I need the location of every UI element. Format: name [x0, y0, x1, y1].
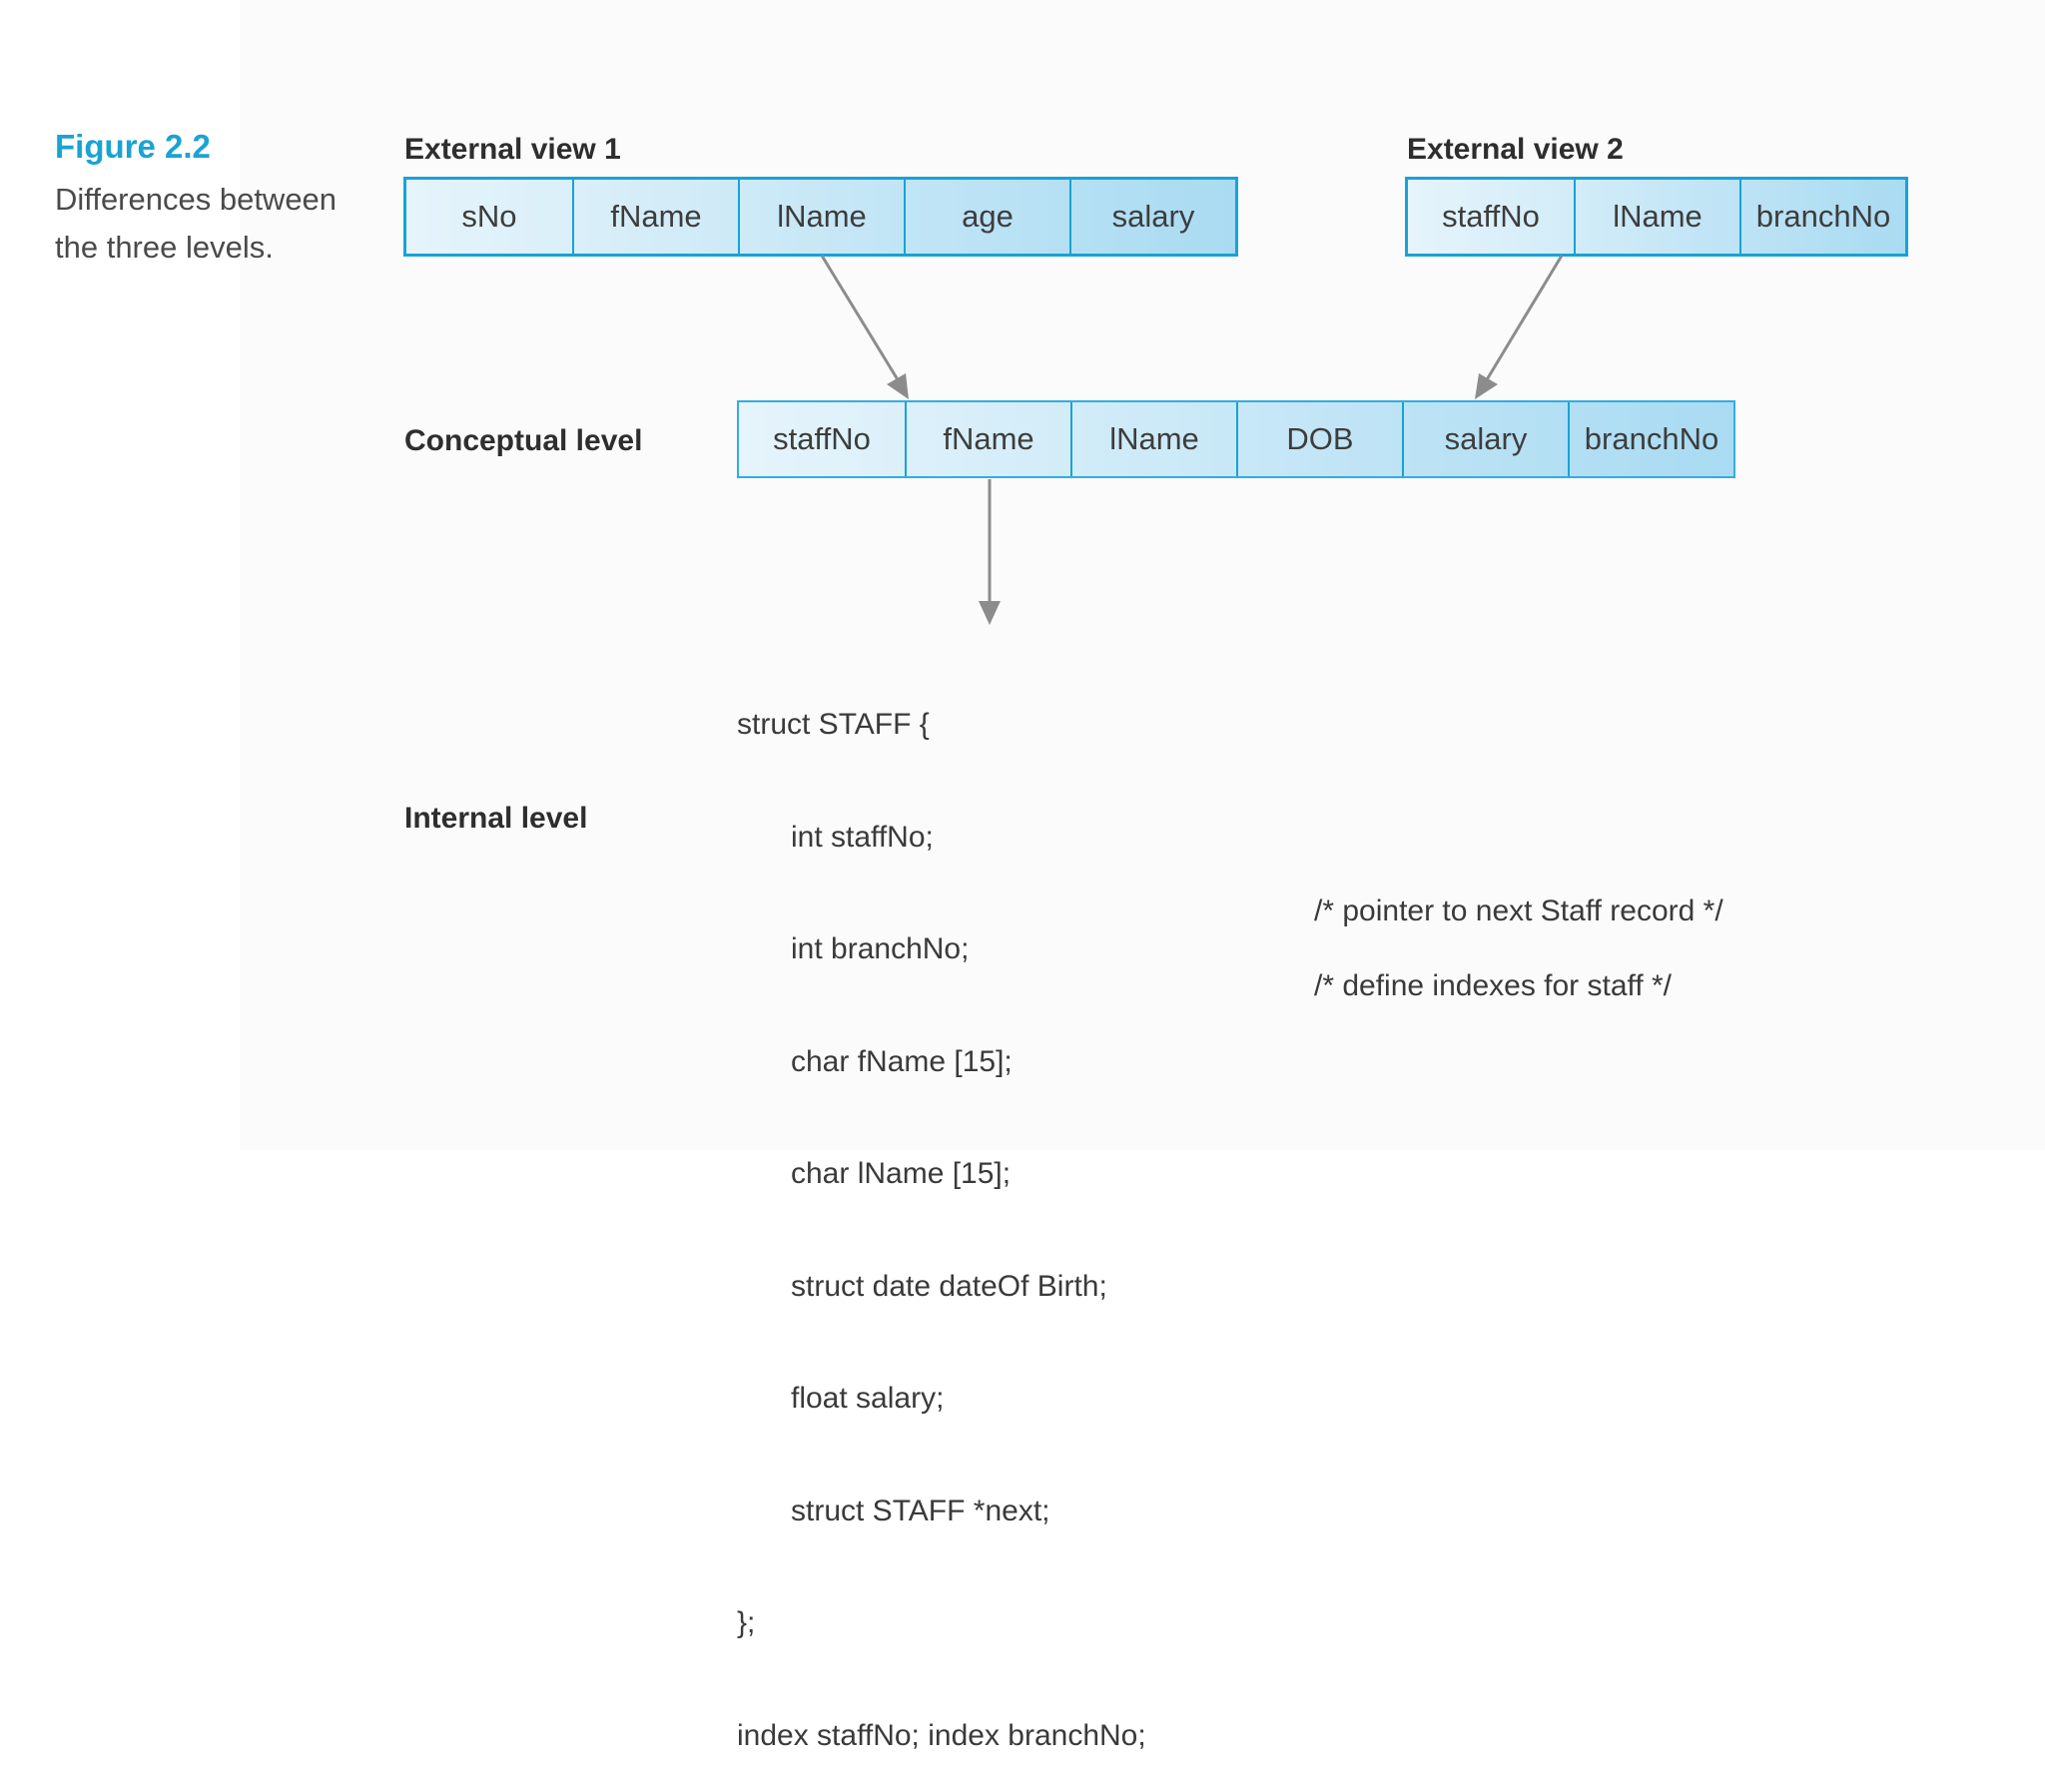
code-comment-indexes: /* define indexes for staff */: [1314, 969, 1672, 1002]
code-line: float salary;: [791, 1382, 945, 1415]
code-line: struct date dateOf Birth;: [791, 1269, 1107, 1303]
figure-caption-line-2: the three levels.: [55, 230, 274, 265]
ext1-field-lname: lName: [738, 180, 904, 254]
concept-field-fname: fName: [905, 402, 1070, 476]
code-line: };: [737, 1606, 756, 1639]
conceptual-level-record: staffNo fName lName DOB salary branchNo: [737, 400, 1735, 478]
arrow-ext1-to-conceptual: [820, 255, 909, 399]
code-line: struct STAFF *next;: [791, 1493, 1050, 1527]
code-line: struct STAFF {: [737, 708, 930, 741]
code-comment-pointer: /* pointer to next Staff record */: [1314, 895, 1723, 927]
ext1-field-salary: salary: [1069, 180, 1235, 254]
code-line: char lName [15];: [791, 1157, 1012, 1190]
code-line: index staffNo; index branchNo;: [737, 1718, 1146, 1752]
figure-caption-line-1: Differences between: [55, 182, 338, 217]
concept-field-branchno: branchNo: [1568, 402, 1733, 476]
concept-field-salary: salary: [1402, 402, 1568, 476]
arrow-ext2-to-conceptual: [1475, 255, 1564, 399]
code-line: int branchNo;: [791, 932, 970, 965]
ext1-field-age: age: [904, 180, 1069, 254]
concept-field-staffno: staffNo: [739, 402, 905, 476]
internal-struct-code: struct STAFF { int staffNo; int branchNo…: [737, 631, 1146, 1792]
ext1-field-fname: fName: [572, 180, 738, 254]
figure-caption: Differences between the three levels.: [55, 176, 384, 272]
concept-field-lname: lName: [1070, 402, 1236, 476]
ext2-field-lname: lName: [1574, 180, 1739, 254]
ext2-field-branchno: branchNo: [1739, 180, 1905, 254]
ext1-field-sno: sNo: [406, 180, 572, 254]
mapping-arrows: [820, 255, 1564, 625]
code-line: char fName [15];: [791, 1044, 1013, 1078]
external-view-2-label: External view 2: [1407, 133, 1624, 166]
internal-level-label: Internal level: [404, 802, 588, 835]
external-view-1-label: External view 1: [404, 133, 621, 166]
figure-title: Figure 2.2: [55, 128, 211, 165]
external-view-1-record: sNo fName lName age salary: [403, 177, 1238, 257]
arrow-conceptual-to-internal: [979, 479, 1001, 625]
conceptual-level-label: Conceptual level: [404, 424, 643, 457]
ext2-field-staffno: staffNo: [1408, 180, 1574, 254]
external-view-2-record: staffNo lName branchNo: [1405, 177, 1908, 257]
concept-field-dob: DOB: [1236, 402, 1402, 476]
code-line: int staffNo;: [791, 820, 934, 854]
